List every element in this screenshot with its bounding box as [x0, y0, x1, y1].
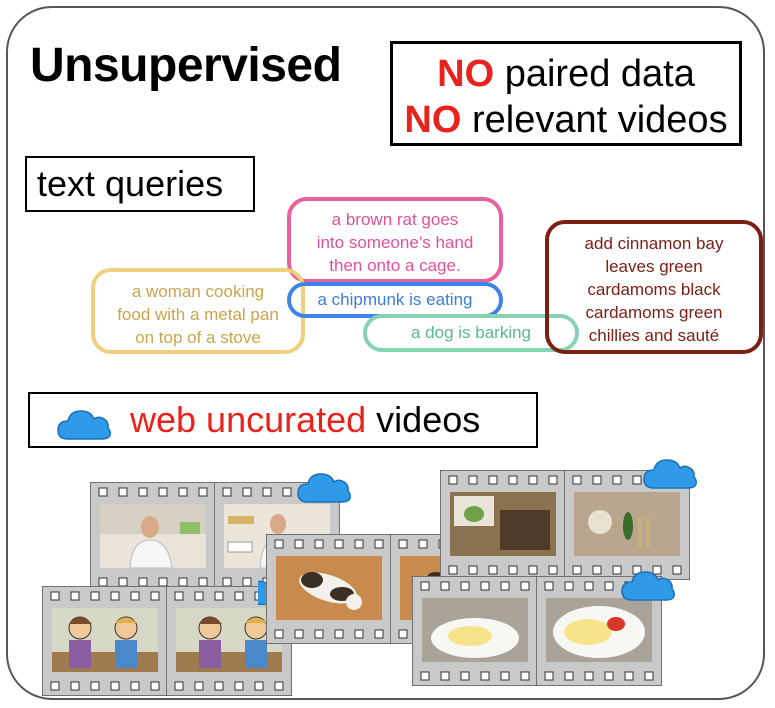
- video-thumbnail-omelette-1: [412, 576, 538, 686]
- video-thumbnail-cooking-1: [90, 482, 216, 592]
- video-thumbnail-herbs-2: [564, 470, 690, 580]
- film-strip-icon: [412, 576, 538, 686]
- constraints-box: NO paired data NO relevant videos: [390, 41, 742, 146]
- web-videos-label: web uncurated videos: [28, 392, 538, 448]
- film-strip-icon: [90, 482, 216, 592]
- videos-text: videos: [366, 399, 481, 440]
- film-strip-icon: [266, 534, 392, 644]
- constraint-relevant-videos: NO relevant videos: [393, 97, 739, 143]
- query-line: on top of a stove: [135, 328, 261, 347]
- cloud-icon: [57, 410, 111, 440]
- cloud-icon: [643, 459, 697, 489]
- query-line: a woman cooking: [131, 282, 265, 301]
- film-strip-icon: [166, 586, 292, 696]
- query-line: a chipmunk is eating: [317, 290, 473, 309]
- query-line: leaves green: [605, 257, 703, 276]
- query-line: food with a metal pan: [117, 305, 279, 324]
- film-strip-icon: [440, 470, 566, 580]
- cloud-icon: [621, 571, 675, 601]
- no-label: NO: [404, 99, 462, 141]
- film-strip-icon: [536, 576, 662, 686]
- video-thumbnail-cartoon-1: [42, 586, 168, 696]
- query-line: add cinnamon bay: [584, 234, 724, 253]
- video-thumbnail-cat-1: [266, 534, 392, 644]
- query-line: chillies and sauté: [588, 326, 720, 345]
- constraint-text: relevant videos: [461, 99, 728, 141]
- query-cinnamon: add cinnamon bay leaves green cardamoms …: [545, 220, 763, 354]
- constraint-text: paired data: [494, 53, 695, 95]
- video-thumbnail-omelette-2: [536, 576, 662, 686]
- text-queries-label: text queries: [25, 156, 255, 212]
- web-uncurated-text: web uncurated: [130, 399, 367, 440]
- query-line: cardamoms green: [585, 303, 723, 322]
- page-title: Unsupervised: [30, 39, 342, 92]
- query-dog: a dog is barking: [363, 314, 579, 352]
- no-label: NO: [437, 53, 495, 95]
- query-brown-rat: a brown rat goes into someone’s hand the…: [287, 197, 503, 283]
- film-strip-icon: [564, 470, 690, 580]
- cloud-icon: [297, 473, 351, 503]
- query-woman-cooking: a woman cooking food with a metal pan on…: [91, 268, 305, 354]
- video-thumbnail-cartoon-2: [166, 586, 292, 696]
- query-chipmunk: a chipmunk is eating: [287, 282, 503, 318]
- query-line: a brown rat goes: [331, 210, 459, 229]
- film-strip-icon: [42, 586, 168, 696]
- query-line: cardamoms black: [587, 280, 721, 299]
- query-line: into someone’s hand: [316, 233, 474, 252]
- video-thumbnail-herbs-1: [440, 470, 566, 580]
- query-line: then onto a cage.: [329, 256, 461, 275]
- query-line: a dog is barking: [410, 323, 532, 342]
- constraint-paired-data: NO paired data: [393, 51, 739, 97]
